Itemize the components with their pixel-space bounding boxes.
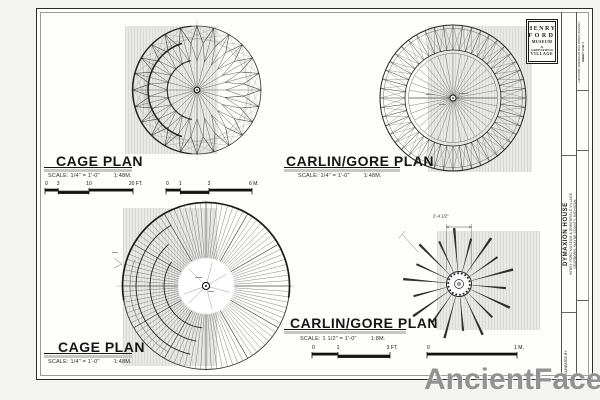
title-graybar — [284, 169, 400, 172]
scalebar-tick-label: 1 M. — [514, 345, 524, 351]
carlin-gore-plan-top-title: CARLIN/GORE PLAN — [286, 153, 434, 169]
title-graybar — [44, 169, 132, 172]
metric-text: 1:48M. — [113, 173, 132, 179]
stamp-ampersand: & — [540, 44, 544, 49]
scale-text: SCALE: 1/4" = 1'-0" — [48, 173, 100, 179]
scale-text: SCALE: 1 1/2" = 1'-0" — [300, 336, 357, 342]
scale-text: SCALE: 1/4" = 1'-0" — [298, 173, 350, 179]
scalebar-tick-label: 1 — [336, 345, 340, 351]
scalebar-tick-label: 6 M. — [249, 181, 259, 187]
structure-location-2: DEARBORN, WAYNE COUNTY, MICHIGAN — [572, 199, 577, 269]
stamp-line-henry: HENRY — [527, 26, 557, 33]
cage-plan-bottom-scale: SCALE: 1/4" = 1'-0" 1:48M. — [48, 359, 132, 365]
scalebar-tick-label: 10 — [86, 181, 92, 187]
titleblock-divider — [577, 300, 589, 301]
ancientfaces-watermark: AncientFaces — [424, 363, 600, 396]
stamp-line-ford: FORD — [528, 33, 556, 40]
sheet-inner-border — [40, 12, 589, 376]
cage-plan-top-scale: SCALE: 1/4" = 1'-0" 1:48M. — [48, 173, 132, 179]
carlin-gore-plan-bottom-drawing — [398, 224, 514, 339]
title-graybar — [44, 355, 132, 358]
cage-plan-top-title: CAGE PLAN — [56, 153, 143, 169]
carlin-gore-plan-bottom-title: CARLIN/GORE PLAN — [290, 315, 438, 331]
titleblock-rule-left — [561, 12, 562, 376]
title-rule — [284, 329, 406, 330]
scalebar-tick-label: 3 FT. — [386, 345, 398, 351]
carlin-gore-plan-top-drawing — [379, 24, 527, 172]
cage-plan-bottom-drawing — [112, 200, 294, 370]
scalebar-tick-label: 1 — [178, 181, 182, 187]
titleblock-divider — [577, 90, 589, 91]
sheet-number: SHEET 3 OF 7 — [580, 42, 585, 63]
title-graybar — [284, 331, 406, 334]
scalebar-meters-small: 0 1 M. — [426, 345, 537, 361]
scalebar-tick-label: 0 — [427, 345, 430, 351]
scalebar-tick-label: 0 — [166, 181, 169, 187]
scalebar-feet-large: 0 3 10 20 FT. — [44, 181, 153, 197]
titleblock-divider — [562, 155, 576, 156]
titleblock-divider — [577, 150, 589, 151]
metric-text: 1:8M. — [370, 336, 386, 342]
scalebar-tick-label: 20 FT. — [128, 181, 143, 187]
title-rule — [44, 353, 132, 354]
scalebar-tick-label: 3 — [56, 181, 60, 187]
metric-text: 1:48M. — [113, 359, 132, 365]
title-rule — [44, 167, 132, 168]
titleblock-structure: DYMAXION HOUSE HENRY FORD MUSEUM & GREEN… — [563, 158, 578, 310]
carlin-gore-plan-bottom-scale: SCALE: 1 1/2" = 1'-0" 1:8M. — [300, 336, 385, 342]
cage-plan-top-drawing — [131, 20, 262, 160]
titleblock-divider — [562, 312, 576, 313]
stamp-line-museum: MUSEUM — [531, 39, 553, 45]
scale-text: SCALE: 1/4" = 1'-0" — [48, 359, 100, 365]
scalebar-tick-label: 0 — [45, 181, 48, 187]
scalebar-feet-small: 0 1 3 FT. — [311, 345, 410, 361]
cage-plan-bottom-title: CAGE PLAN — [58, 339, 145, 355]
titleblock-survey: HISTORIC AMERICAN BUILDINGS SURVEY SHEET… — [577, 15, 586, 89]
henry-ford-stamp: HENRY FORD MUSEUM & GREENFIELD VILLAGE — [526, 19, 558, 64]
title-rule — [284, 167, 400, 168]
scalebar-meters-large: 0 1 3 6 M. — [165, 181, 272, 197]
carlin-gore-plan-top-scale: SCALE: 1/4" = 1'-0" 1:48M. — [298, 173, 382, 179]
dimension-label: 2'-4 1/2" — [433, 214, 449, 220]
metric-text: 1:48M. — [363, 173, 382, 179]
scalebar-tick-label: 0 — [312, 345, 315, 351]
stamp-line-village: VILLAGE — [530, 51, 554, 57]
scalebar-tick-label: 3 — [207, 181, 211, 187]
stamp-line-greenfield: GREENFIELD — [531, 47, 553, 52]
titleblock-rule-mid — [576, 12, 577, 376]
